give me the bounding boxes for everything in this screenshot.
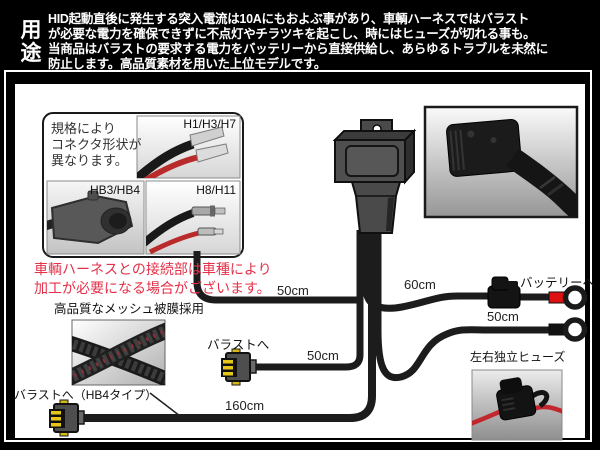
wire-d-length-label: 50cm	[307, 348, 339, 363]
cable-band	[547, 182, 564, 197]
spade-terminal	[189, 126, 225, 147]
pin-terminal	[197, 227, 217, 236]
relay-illustration	[332, 119, 417, 234]
connector-tab	[87, 190, 99, 201]
harness-wires	[84, 230, 551, 422]
spade-terminal	[195, 143, 229, 163]
pin-tip	[214, 207, 226, 215]
connector-note-line-2: コネクタ形状が	[51, 137, 142, 152]
wire-e-length-label: 160cm	[225, 398, 265, 413]
red-wire	[148, 230, 200, 254]
cable-band	[539, 175, 556, 190]
fuse-photo	[471, 369, 563, 441]
pin-terminal	[191, 206, 213, 216]
relay-photo	[423, 105, 579, 219]
relay-top-face	[332, 130, 417, 141]
red-wire	[143, 154, 200, 178]
inline-fuse-holder	[487, 276, 521, 309]
mesh-red-thread	[72, 328, 165, 379]
fuse-holder-cap	[499, 377, 523, 395]
warning-line-2: 加工が必要になる場合がございます。	[34, 280, 271, 296]
connector-note-line-3: 異なります。	[51, 153, 128, 168]
pointer-line	[149, 392, 181, 417]
header-text-line-4: 防止します。高品質素材を用いた上位モデルです。	[48, 57, 327, 71]
relay-ribs	[449, 129, 465, 171]
relay-panel	[345, 145, 399, 177]
connector-opening-inner	[109, 213, 127, 229]
screw-dot	[467, 130, 475, 138]
wire-c-length-label: 50cm	[487, 309, 519, 324]
ballast-label: バラストへ	[207, 338, 270, 352]
relay-head	[446, 118, 523, 177]
wire-a-to-vehicle-harness	[193, 251, 362, 304]
ground-ring-terminal	[548, 317, 588, 342]
black-wire	[146, 209, 195, 247]
frame-border	[4, 70, 592, 442]
warning-line-1: 車輌ハーネスとの接続部は車種により	[34, 261, 272, 277]
wire-c-to-ground	[374, 230, 551, 382]
photo-h1h3h7	[136, 115, 241, 179]
photo-label-h1h3h7: H1/H3/H7	[183, 117, 236, 131]
photo-h8h11	[145, 180, 241, 255]
mesh-label: 高品質なメッシュ被膜採用	[54, 302, 205, 316]
connector-note-line-1: 規格により	[51, 121, 116, 136]
mesh-photo	[71, 319, 166, 386]
header-text-line-3: 当商品はバラストの要求する電力をバッテリーから直接供給し、あらゆるトラブルを未然…	[48, 42, 548, 56]
header-text-line-2: が必要な電力を確保できずに不点灯やチラツキを起こし、時にはヒューズが切れる事も。	[48, 27, 536, 41]
black-wire	[137, 139, 195, 178]
battery-ring-terminal	[548, 285, 588, 310]
photo-label-hb3hb4: HB3/HB4	[89, 183, 140, 197]
usage-label-char-2: 途	[20, 42, 42, 65]
connector-box	[42, 112, 244, 258]
relay-cable	[506, 149, 577, 217]
wire-d-to-ballast	[254, 230, 364, 371]
photo-hb3hb4	[46, 180, 145, 255]
header-text-line-1: HID起動直後に発生する突入電流は10Aにもおよぶ事があり、車輌ハーネスではバラ…	[48, 12, 530, 26]
boot-shadow	[386, 197, 394, 231]
pin-tip	[213, 228, 224, 235]
ballast-connector	[221, 348, 257, 386]
wire-b-to-battery	[362, 230, 490, 312]
ballast-hb4-label: バラストへ（HB4タイプ）	[14, 388, 158, 402]
wire-a-length-label: 50cm	[277, 283, 309, 298]
independent-fuse-label: 左右独立ヒューズ	[470, 350, 566, 364]
wire-b-length-label: 60cm	[404, 277, 436, 292]
usage-label-char-1: 用	[20, 19, 42, 42]
photo-label-h8h11: H8/H11	[196, 183, 236, 197]
pin-band	[210, 205, 215, 217]
relay-side-face	[404, 128, 415, 185]
ballast-hb4-connector	[49, 399, 85, 437]
battery-label: バッテリーへ	[520, 276, 596, 290]
fuse-grill	[501, 397, 516, 412]
wire-e-to-ballast-hb4	[84, 230, 376, 422]
screw-dot	[490, 137, 497, 144]
